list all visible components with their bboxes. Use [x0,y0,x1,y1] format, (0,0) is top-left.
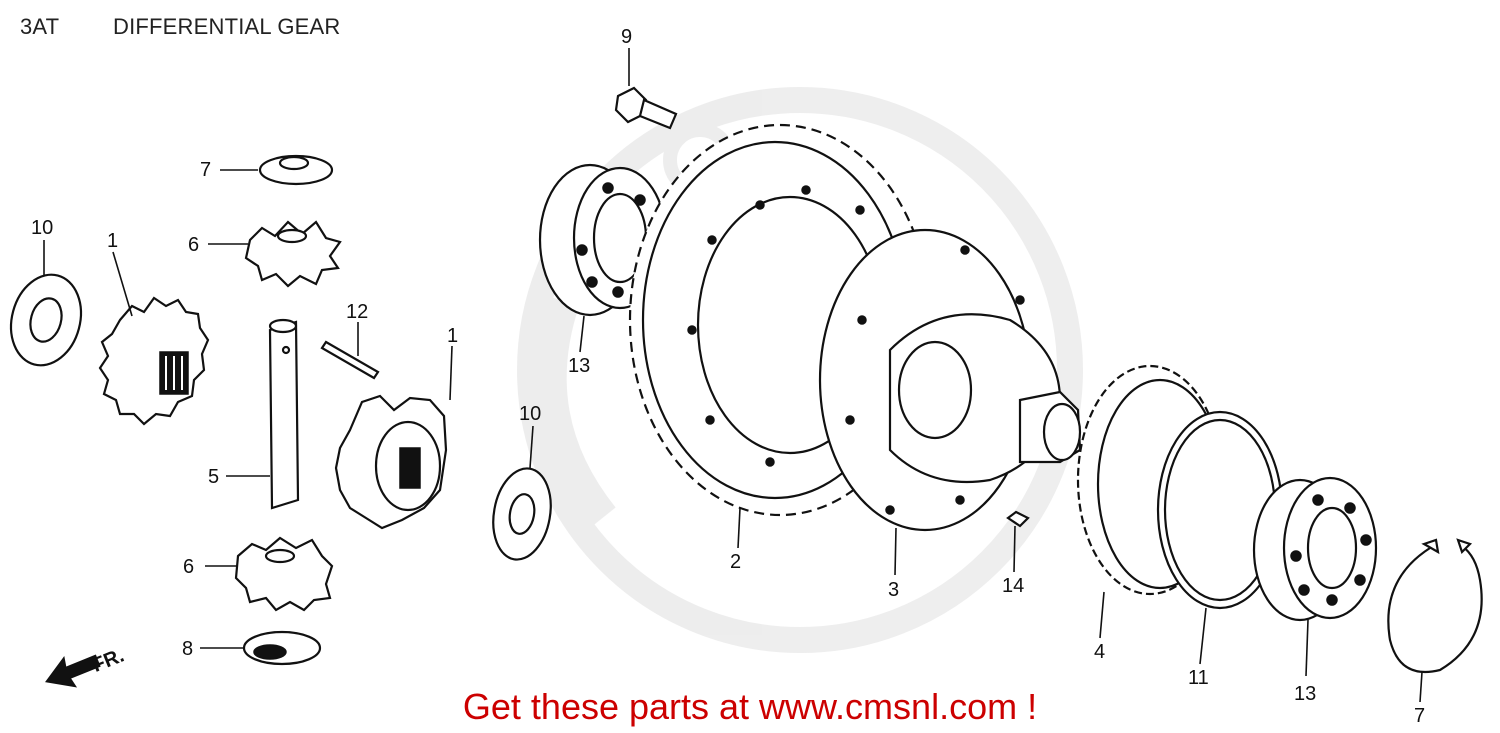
diagram-code: 3AT [20,14,60,39]
callout-11[interactable]: 11 [1188,667,1209,689]
callout-6-lower[interactable]: 6 [183,556,194,578]
part-thrust-washer-lower[interactable] [242,630,322,666]
part-pinion-shaft[interactable] [268,318,300,510]
callout-13-upper[interactable]: 13 [568,355,590,377]
diagram-title: DIFFERENTIAL GEAR [113,14,341,39]
callout-1-right[interactable]: 1 [447,325,458,347]
part-side-gear-left[interactable] [98,296,210,426]
part-pinion-gear-lower[interactable] [234,536,334,612]
part-side-gear-right[interactable] [334,394,448,530]
part-shim[interactable] [1156,410,1284,610]
part-snap-ring[interactable] [1387,538,1483,674]
part-bolt[interactable] [614,86,678,130]
cmsnl-parts-link[interactable]: Get these parts at www.cmsnl.com ! [462,686,1038,727]
callout-10-center[interactable]: 10 [519,403,541,425]
callout-10-left[interactable]: 10 [31,217,53,239]
callout-9[interactable]: 7 [1414,705,1425,727]
part-thrust-washer-center[interactable] [486,464,557,564]
part-pinion-gear-upper[interactable] [244,220,342,288]
callout-7-upper[interactable]: 7 [200,159,211,181]
part-dowel-pin[interactable] [1006,510,1030,528]
callout-7-lower[interactable]: 8 [182,638,193,660]
callout-13-lower[interactable]: 13 [1294,683,1316,705]
callout-3[interactable]: 3 [888,579,899,601]
direction-arrow-label: FR. [89,644,127,676]
part-pin[interactable] [320,340,380,380]
part-ball-bearing-upper[interactable] [538,163,668,317]
callout-12[interactable]: 12 [346,301,368,323]
callout-6-upper[interactable]: 6 [188,234,199,256]
part-thrust-washer-left[interactable] [1,267,90,373]
callout-5[interactable]: 5 [208,466,219,488]
part-differential-carrier[interactable] [818,228,1082,532]
callout-1-left[interactable]: 1 [107,230,118,252]
leader-lines [43,48,1423,703]
part-ball-bearing-lower[interactable] [1252,476,1378,622]
callout-4[interactable]: 4 [1094,641,1105,663]
direction-arrow-icon [45,654,101,688]
callout-14[interactable]: 14 [1002,575,1024,597]
callout-8[interactable]: 9 [621,26,632,48]
part-thrust-washer-upper[interactable] [258,154,334,186]
callout-2[interactable]: 2 [730,551,741,573]
